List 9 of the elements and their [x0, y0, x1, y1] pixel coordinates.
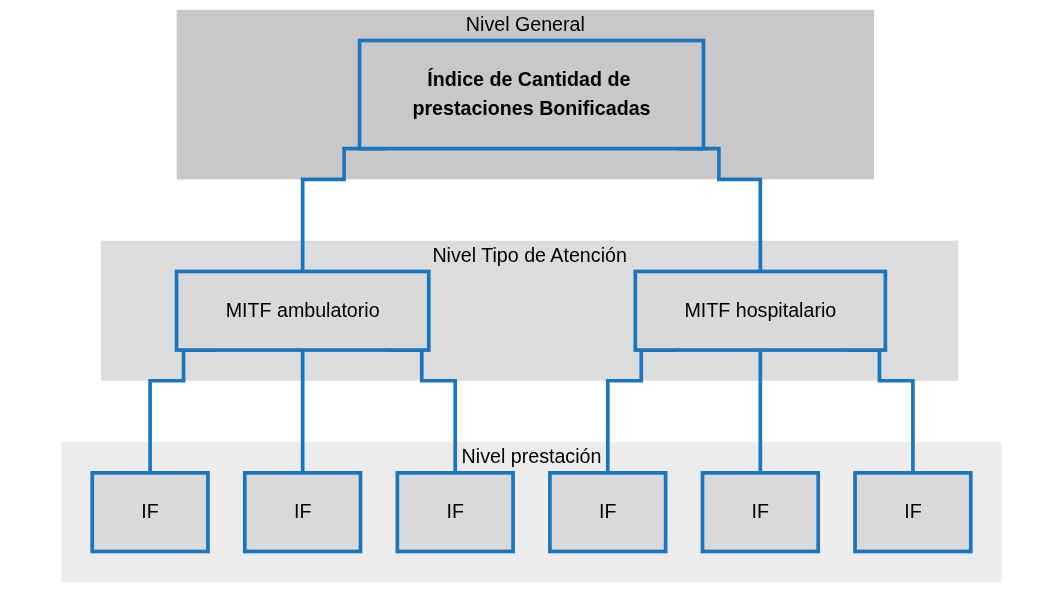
node-box: MITF hospitalario: [633, 269, 888, 352]
node-box: IF: [548, 471, 668, 554]
node-box: Índice de Cantidad de prestaciones Bonificadas: [357, 38, 706, 151]
node-box: IF: [853, 471, 973, 554]
node-box: IF: [395, 471, 515, 554]
node-box: IF: [242, 471, 363, 554]
node-box: IF: [700, 471, 821, 554]
node-box: MITF ambulatorio: [174, 269, 431, 352]
node-box: IF: [90, 471, 210, 554]
